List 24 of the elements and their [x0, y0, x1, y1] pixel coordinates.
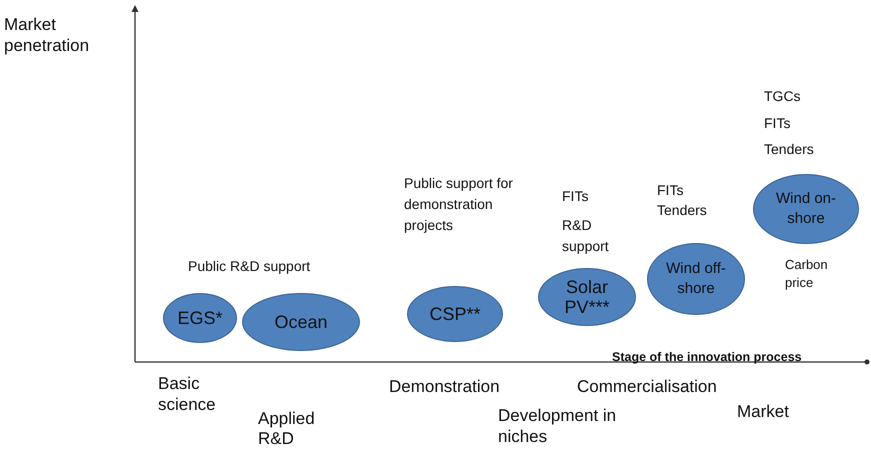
text-label: Tenders	[764, 140, 815, 159]
technology-ellipse: CSP**	[407, 286, 503, 342]
text-label: FITs	[562, 187, 590, 206]
text-label: TGCs	[764, 87, 802, 106]
text-label: Commercialisation	[577, 376, 718, 398]
text-label: Tenders	[657, 201, 708, 220]
text-label: Public R&D support	[188, 257, 312, 276]
text-label: Development in niches	[498, 405, 618, 447]
text-label: Stage of the innovation process	[612, 349, 803, 366]
technology-ellipse: Wind off-shore	[647, 243, 745, 315]
technology-ellipse: Wind on-shore	[753, 174, 859, 244]
text-label: Applied R&D	[258, 409, 316, 449]
text-label: Public support for demonstration projects	[404, 174, 514, 235]
text-label: Market penetration	[4, 14, 90, 56]
text-label: R&D support	[562, 216, 610, 256]
text-label: Carbon price	[785, 256, 829, 292]
text-label: FITs	[657, 181, 684, 200]
technology-ellipse: EGS*	[163, 293, 237, 343]
text-label: Basic science	[158, 373, 217, 415]
text-label: FITs	[764, 114, 792, 133]
technology-ellipse: Ocean	[242, 293, 360, 351]
technology-ellipse: Solar PV***	[538, 268, 636, 326]
text-label: Market	[737, 401, 790, 423]
text-label: Demonstration	[389, 376, 501, 398]
